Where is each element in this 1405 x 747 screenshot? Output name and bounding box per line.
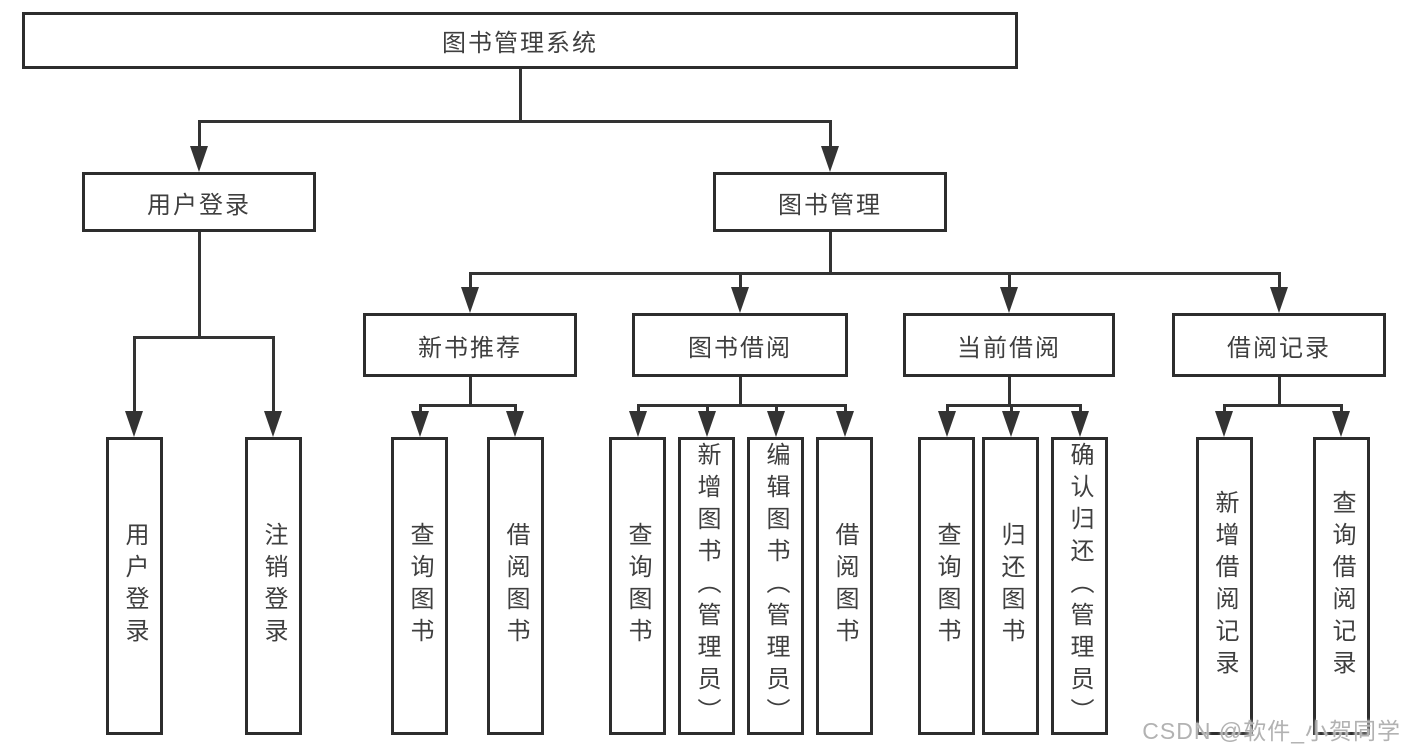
- leaf-query-books-recommend-label: 查询图书: [406, 522, 433, 650]
- arrow-down-icon: [411, 411, 429, 437]
- leaf-query-books-borrowing-label: 查询图书: [624, 522, 651, 650]
- node-book-management-label: 图书管理: [778, 191, 882, 219]
- connector-line: [198, 232, 201, 336]
- connector-line: [637, 404, 846, 407]
- connector-line: [946, 404, 1081, 407]
- connector-line: [829, 232, 832, 274]
- arrow-down-icon: [629, 411, 647, 437]
- node-user-login: 用户登录: [82, 172, 316, 232]
- arrow-down-icon: [698, 411, 716, 437]
- connector-line: [469, 272, 1281, 275]
- node-library-system: 图书管理系统: [22, 12, 1018, 69]
- leaf-edit-book-admin-label: 编辑图书（管理员）: [762, 442, 789, 730]
- leaf-confirm-return-admin-label: 确认归还（管理员）: [1066, 442, 1093, 730]
- arrow-down-icon: [821, 146, 839, 172]
- arrow-down-icon: [264, 411, 282, 437]
- node-book-borrowing-label: 图书借阅: [688, 334, 792, 362]
- leaf-return-books-label: 归还图书: [997, 522, 1024, 650]
- connector-line: [198, 120, 201, 152]
- arrow-down-icon: [731, 287, 749, 313]
- connector-line: [133, 336, 275, 339]
- leaf-borrow-books-borrowing: 借阅图书: [816, 437, 873, 735]
- arrow-down-icon: [1270, 287, 1288, 313]
- connector-line: [419, 404, 517, 407]
- connector-line: [739, 272, 742, 290]
- connector-line: [1278, 272, 1281, 290]
- connector-line: [829, 120, 832, 152]
- node-library-system-label: 图书管理系统: [442, 30, 598, 57]
- arrow-down-icon: [1332, 411, 1350, 437]
- leaf-return-books: 归还图书: [982, 437, 1039, 735]
- csdn-watermark: CSDN @软件_小贺同学: [1142, 718, 1401, 744]
- node-new-book-recommend: 新书推荐: [363, 313, 577, 377]
- connector-line: [1008, 272, 1011, 290]
- leaf-add-borrow-record: 新增借阅记录: [1196, 437, 1253, 735]
- arrow-down-icon: [836, 411, 854, 437]
- arrow-down-icon: [190, 146, 208, 172]
- connector-line: [1008, 377, 1011, 407]
- leaf-query-borrow-record: 查询借阅记录: [1313, 437, 1370, 735]
- node-borrowing-records: 借阅记录: [1172, 313, 1386, 377]
- leaf-borrow-books-borrowing-label: 借阅图书: [831, 522, 858, 650]
- node-book-borrowing: 图书借阅: [632, 313, 848, 377]
- leaf-borrow-books-recommend-label: 借阅图书: [502, 522, 529, 650]
- arrow-down-icon: [1071, 411, 1089, 437]
- leaf-edit-book-admin: 编辑图书（管理员）: [747, 437, 804, 735]
- leaf-add-book-admin-label: 新增图书（管理员）: [693, 442, 720, 730]
- connector-line: [519, 69, 522, 121]
- node-book-management: 图书管理: [713, 172, 947, 232]
- connector-line: [272, 336, 275, 416]
- leaf-logout-login: 注销登录: [245, 437, 302, 735]
- leaf-query-books-borrowing: 查询图书: [609, 437, 666, 735]
- leaf-add-book-admin: 新增图书（管理员）: [678, 437, 735, 735]
- leaf-user-login: 用户登录: [106, 437, 163, 735]
- connector-line: [198, 120, 832, 123]
- connector-line: [469, 377, 472, 407]
- connector-line: [469, 272, 472, 290]
- leaf-query-books-current: 查询图书: [918, 437, 975, 735]
- connector-line: [1223, 404, 1342, 407]
- arrow-down-icon: [1002, 411, 1020, 437]
- node-current-borrowing-label: 当前借阅: [957, 334, 1061, 362]
- leaf-query-books-recommend: 查询图书: [391, 437, 448, 735]
- leaf-query-borrow-record-label: 查询借阅记录: [1328, 490, 1355, 682]
- arrow-down-icon: [1000, 287, 1018, 313]
- node-borrowing-records-label: 借阅记录: [1227, 334, 1331, 362]
- arrow-down-icon: [461, 287, 479, 313]
- node-new-book-recommend-label: 新书推荐: [418, 334, 522, 362]
- leaf-add-borrow-record-label: 新增借阅记录: [1211, 490, 1238, 682]
- leaf-logout-login-label: 注销登录: [260, 522, 287, 650]
- connector-line: [739, 377, 742, 407]
- arrow-down-icon: [1215, 411, 1233, 437]
- connector-line: [1278, 377, 1281, 407]
- arrow-down-icon: [938, 411, 956, 437]
- connector-line: [133, 336, 136, 416]
- leaf-user-login-label: 用户登录: [121, 522, 148, 650]
- arrow-down-icon: [506, 411, 524, 437]
- node-current-borrowing: 当前借阅: [903, 313, 1115, 377]
- leaf-borrow-books-recommend: 借阅图书: [487, 437, 544, 735]
- arrow-down-icon: [125, 411, 143, 437]
- leaf-query-books-current-label: 查询图书: [933, 522, 960, 650]
- arrow-down-icon: [767, 411, 785, 437]
- node-user-login-label: 用户登录: [147, 191, 251, 219]
- leaf-confirm-return-admin: 确认归还（管理员）: [1051, 437, 1108, 735]
